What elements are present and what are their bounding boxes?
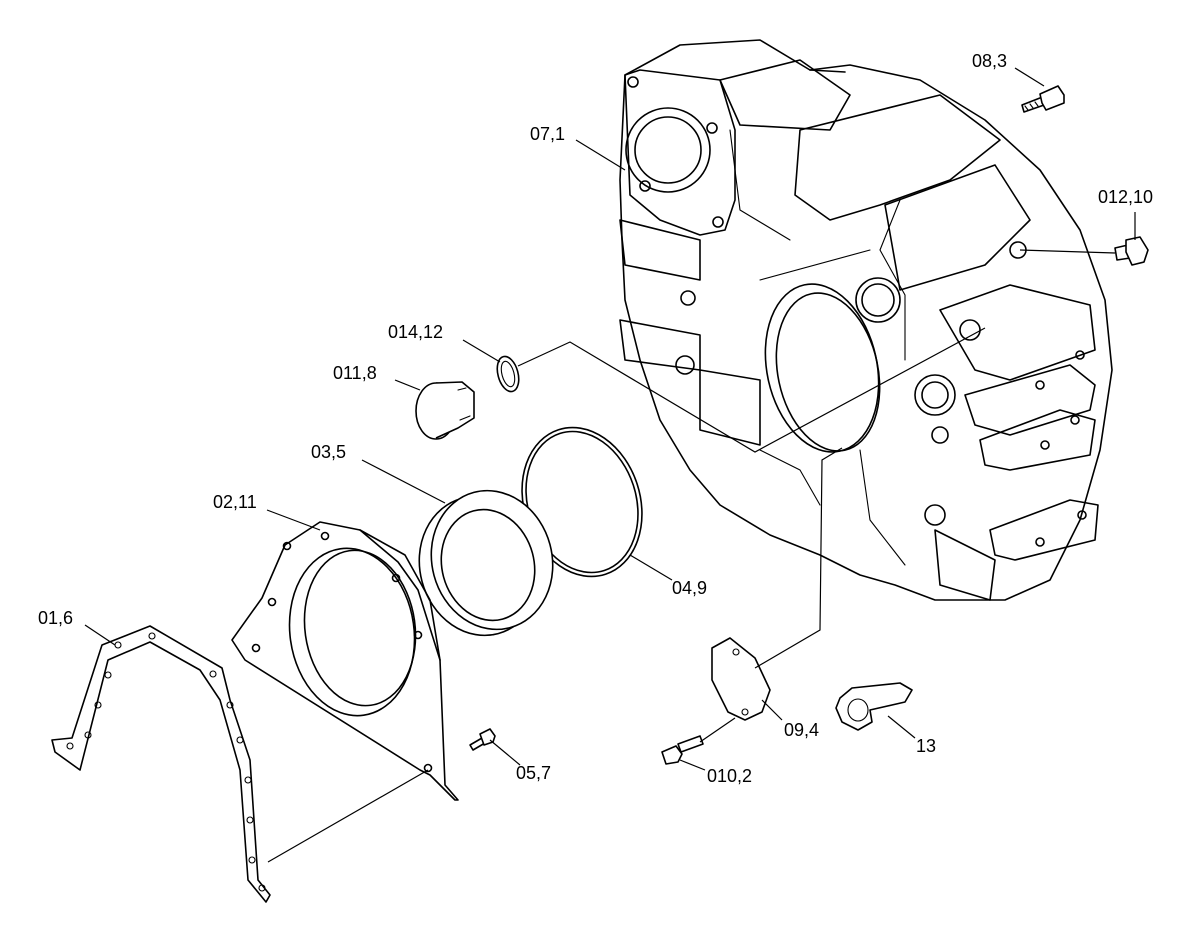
part-011-8-plug[interactable] [415,381,475,440]
label-13: 13 [916,736,936,756]
label-08-3: 08,3 [972,51,1007,71]
part-02-11-seal-carrier[interactable] [231,521,459,801]
part-13-clip[interactable] [835,682,913,731]
part-08-3-bolt[interactable] [1021,85,1065,113]
label-09-4: 09,4 [784,720,819,740]
part-03-5-seal-ring[interactable] [404,477,568,649]
part-010-2-bolt[interactable] [661,735,704,765]
leader-lines [84,67,1136,863]
part-014-12-o-ring[interactable] [494,354,523,394]
label-04-9: 04,9 [672,578,707,598]
label-010-2: 010,2 [707,766,752,786]
label-011-8: 011,8 [333,363,377,383]
part-05-7-bolt[interactable] [469,728,496,751]
label-07-1: 07,1 [530,124,565,144]
part-09-4-cover-plate[interactable] [711,637,771,721]
part-07-1-flywheel-housing[interactable] [619,39,1113,601]
label-012-10: 012,10 [1098,187,1153,207]
label-02-11: 02,11 [213,492,257,512]
label-014-12: 014,12 [388,322,443,342]
label-01-6: 01,6 [38,608,73,628]
part-labels: 07,1 08,3 012,10 014,12 011,8 03,5 02,11… [38,51,1153,786]
part-012-10-plug[interactable] [1114,236,1149,266]
label-05-7: 05,7 [516,763,551,783]
label-03-5: 03,5 [311,442,346,462]
part-01-6-gasket[interactable] [51,625,271,903]
